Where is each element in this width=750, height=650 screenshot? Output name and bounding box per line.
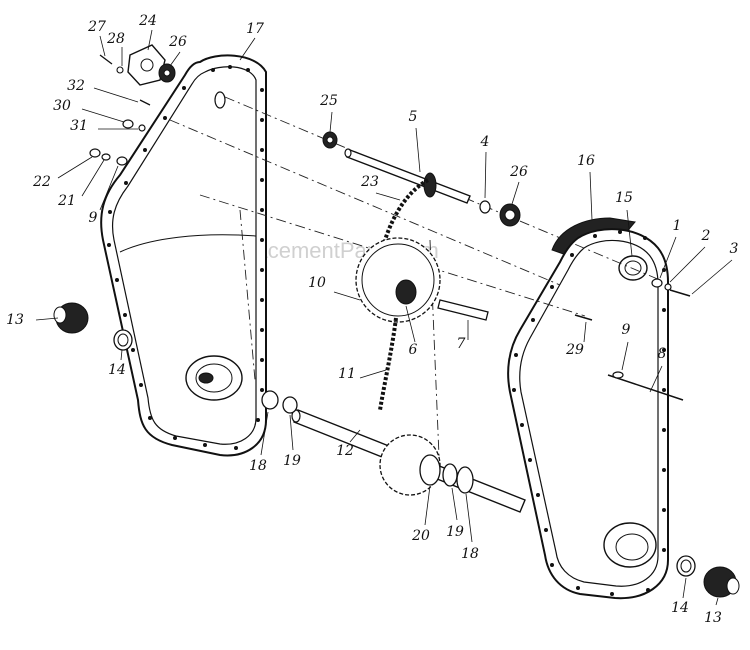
part-label-11: 11 xyxy=(338,366,356,382)
part-label-2: 2 xyxy=(701,228,711,244)
upper-shaft-assembly xyxy=(322,131,521,227)
part-label-30: 30 xyxy=(53,98,71,114)
left-case-bolt-holes xyxy=(107,65,264,450)
bearing-plate xyxy=(99,44,176,86)
lower-axle-assembly xyxy=(261,390,526,513)
part-label-6: 6 xyxy=(409,342,418,358)
part-label-26: 26 xyxy=(509,164,528,180)
part-label-9: 9 xyxy=(89,210,98,226)
part-label-10: 10 xyxy=(308,275,326,291)
leader-lines xyxy=(35,29,733,606)
part-label-19: 19 xyxy=(283,453,301,469)
part-label-5: 5 xyxy=(409,109,418,125)
part-label-16: 16 xyxy=(577,153,595,169)
right-case-bolt-holes xyxy=(512,230,666,596)
part-label-28: 28 xyxy=(106,31,125,47)
part-label-18: 18 xyxy=(249,458,267,474)
part-label-7: 7 xyxy=(457,336,466,352)
upper-chain xyxy=(383,178,430,241)
part-label-19: 19 xyxy=(446,524,464,540)
part-label-3: 3 xyxy=(730,241,739,257)
right-hub xyxy=(676,555,740,598)
fasteners xyxy=(89,99,691,401)
part-label-32: 32 xyxy=(67,78,85,94)
part-label-18: 18 xyxy=(461,546,479,562)
part-label-12: 12 xyxy=(336,443,354,459)
part-label-1: 1 xyxy=(673,218,682,234)
right-chain-case xyxy=(507,217,669,600)
part-label-9: 9 xyxy=(622,322,631,338)
part-label-13: 13 xyxy=(704,610,722,626)
left-chain-case xyxy=(100,54,267,457)
part-label-4: 4 xyxy=(480,134,490,150)
part-label-13: 13 xyxy=(6,312,24,328)
part-label-21: 21 xyxy=(57,193,76,209)
part-label-24: 24 xyxy=(138,13,157,29)
part-label-26: 26 xyxy=(168,34,187,50)
part-label-29: 29 xyxy=(565,342,584,358)
part-label-22: 22 xyxy=(32,174,51,190)
part-label-14: 14 xyxy=(108,362,126,378)
lower-chain xyxy=(378,317,398,411)
part-label-17: 17 xyxy=(246,21,264,37)
part-label-31: 31 xyxy=(70,118,88,134)
part-label-27: 27 xyxy=(87,19,106,35)
center-sprocket xyxy=(355,237,489,323)
part-label-15: 15 xyxy=(615,190,633,206)
part-label-23: 23 xyxy=(360,174,379,190)
part-label-20: 20 xyxy=(411,528,430,544)
part-label-8: 8 xyxy=(658,346,667,362)
part-label-25: 25 xyxy=(319,93,338,109)
part-label-14: 14 xyxy=(671,600,689,616)
left-hub xyxy=(53,302,133,351)
part-number-labels: 2728242617323031222192554261623151231013… xyxy=(6,13,738,626)
